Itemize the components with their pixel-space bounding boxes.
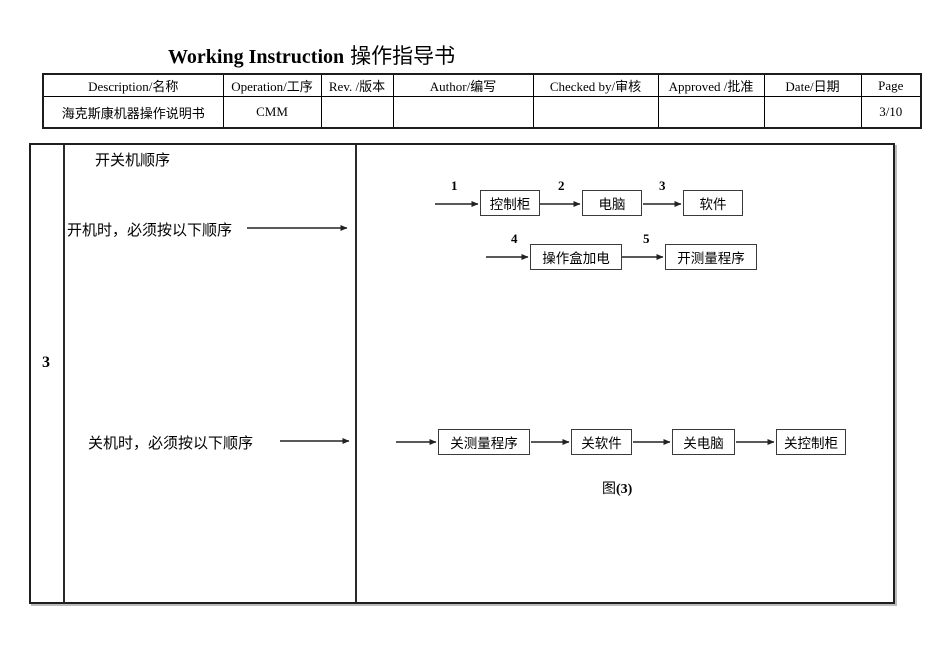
col-approved: Approved /批准 — [657, 73, 765, 97]
figure-caption-prefix: 图 — [602, 482, 616, 497]
power-off-label: 关机时，必须按以下顺序 — [88, 436, 254, 452]
section-index: 3 — [42, 354, 50, 371]
cell-page-number: 3/10 — [860, 96, 922, 129]
step-number-2: 2 — [558, 178, 565, 193]
cell-checked-by — [532, 96, 659, 129]
cell-approved — [657, 96, 765, 129]
cell-author — [392, 96, 534, 129]
figure-caption-number: (3) — [616, 482, 633, 497]
flow-box-jogbox-power: 操作盒加电 — [530, 244, 622, 270]
cell-description: 海克斯康机器操作说明书 — [42, 96, 224, 129]
flow-box-close-control-cabinet: 关控制柜 — [776, 429, 846, 455]
divider-index-column — [63, 145, 65, 602]
col-page: Page — [860, 73, 922, 97]
col-checked-by: Checked by/审核 — [532, 73, 659, 97]
flow-box-close-software: 关软件 — [571, 429, 632, 455]
flow-box-close-measure-program: 关测量程序 — [438, 429, 530, 455]
cell-date — [763, 96, 862, 129]
page-title-en: Working Instruction — [168, 46, 345, 68]
cell-rev — [320, 96, 394, 129]
step-number-3: 3 — [659, 178, 666, 193]
col-description: Description/名称 — [42, 73, 224, 97]
step-number-5: 5 — [643, 231, 650, 246]
flow-box-control-cabinet: 控制柜 — [480, 190, 540, 216]
header-table-head-row: Description/名称 Operation/工序 Rev. /版本 Aut… — [42, 73, 922, 97]
flow-box-computer: 电脑 — [582, 190, 642, 216]
flow-box-close-computer: 关电脑 — [672, 429, 735, 455]
header-table: Description/名称 Operation/工序 Rev. /版本 Aut… — [42, 73, 922, 129]
col-author: Author/编写 — [392, 73, 534, 97]
step-number-4: 4 — [511, 231, 518, 246]
divider-text-flow — [355, 145, 357, 602]
power-on-label: 开机时，必须按以下顺序 — [67, 223, 233, 239]
col-operation: Operation/工序 — [222, 73, 322, 97]
page-title-zh: 操作指导书 — [350, 44, 456, 68]
figure-caption: 图(3) — [602, 478, 632, 498]
flow-box-open-measure-program: 开测量程序 — [665, 244, 757, 270]
col-rev: Rev. /版本 — [320, 73, 394, 97]
col-date: Date/日期 — [763, 73, 862, 97]
flow-box-software: 软件 — [683, 190, 743, 216]
step-number-1: 1 — [451, 178, 458, 193]
section-box — [29, 143, 895, 604]
cell-operation: CMM — [222, 96, 322, 129]
section-heading: 开关机顺序 — [95, 153, 171, 169]
header-table-data-row: 海克斯康机器操作说明书 CMM 3/10 — [42, 96, 922, 129]
